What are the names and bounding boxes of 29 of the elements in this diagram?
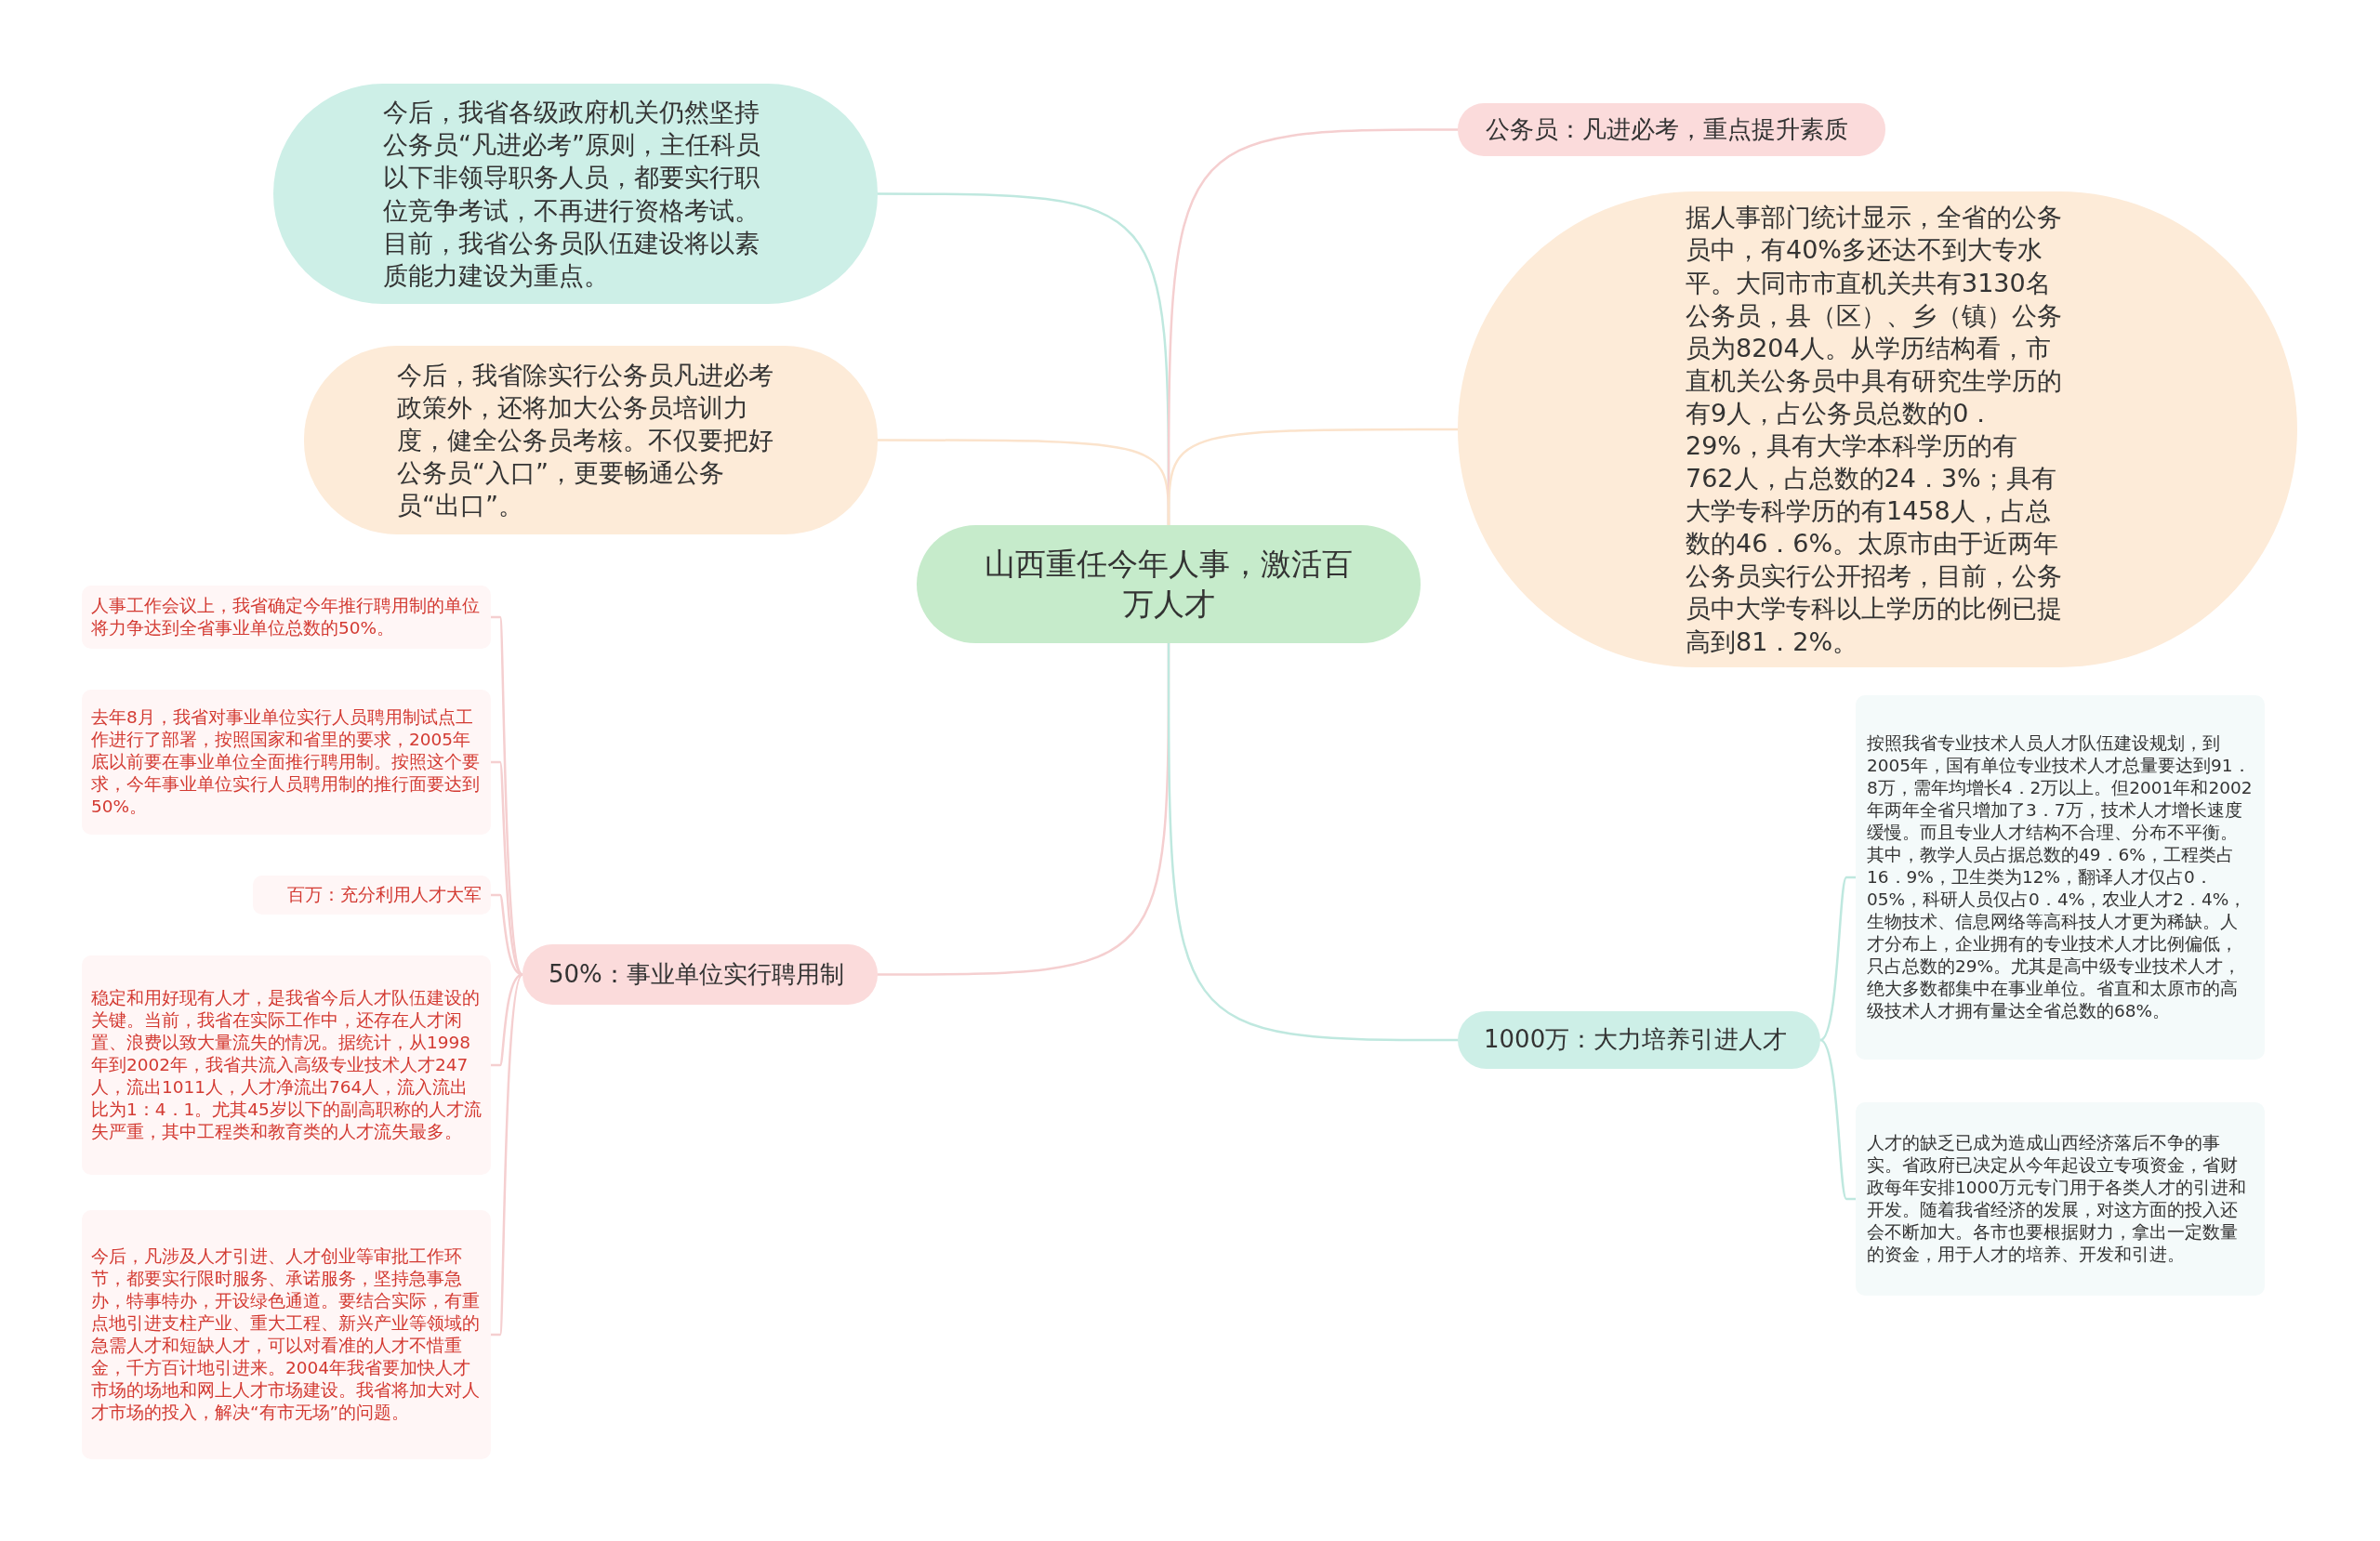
note-box [82,955,491,1175]
branch-topic-text: 1000万：大力培养引进人才 [1484,1024,1788,1056]
note-text: 今后，凡涉及人才引进、人才创业等审批工作环节，都要实行限时服务、承诺服务，坚持急事急办，特事特办，开设绿色通道。要结合实际，有重点地引进支柱产业、重大工程、新兴产业等领域的急需人才和短缺人才，可以对看准的人才不惜重金，千方百计地引进来。2004年我省要加快人才市场的场地和网上人才市场建设。我省将加大对人才市场的投入，解决“有市无场”的问题。 [91,1245,481,1425]
note-box [82,586,491,649]
note-text: 人才的缺乏已成为造成山西经济落后不争的事实。省政府已决定从今年起设立专项资金，省财政每年安排1000万元专门用于各类人才的引进和开发。随着我省经济的发展，对这方面的投入还会不断加大。各市也要根据财力，拿出一定数量的资金，用于人才的培养、开发和引进。 [1867,1131,2248,1267]
connector-line [491,973,523,1067]
branch-topic-text: 50%：事业单位实行聘用制 [549,958,844,990]
topic-text: 今后，我省各级政府机关仍然坚持公务员“凡进必考”原则，主任科员以下非领导职务人员，都要实行职位竞争考试，不再进行资格考试。目前，我省公务员队伍建设将以素质能力建设为重点。 [383,97,761,292]
note-text: 稳定和用好现有人才，是我省今后人才队伍建设的关键。当前，我省在实际工作中，还存在人才闲置、浪费以致大量流失的情况。据统计，从1998年到2002年，我省共流入高级专业技术人才247人，流出1011人，人才净流出764人，流入流出比为1：4．1。尤其45岁以下的副高职称的人才流失严重，其中工程类和教育类的人才流失最多。 [91,986,482,1144]
connector-line [1167,428,1458,525]
note-text: 去年8月，我省对事业单位实行人员聘用制试点工作进行了部署，按照国家和省里的要求，2005年底以前要在事业单位全面推行聘用制。按照这个要求，今年事业单位实行人员聘用制的推行面要达到50%。 [91,705,481,819]
branch-topic-text: 公务员：凡进必考，重点提升素质 [1486,113,1848,145]
connector-line [1819,1039,1856,1201]
branch-topic-box [1458,103,1885,156]
note-text: 按照我省专业技术人员人才队伍建设规划，到2005年，国有单位专业技术人才总量要达到91．8万，需年均增长4．2万以上。但2001年和2002年两年全省只增加了3．7万，技术人才增长速度缓慢。而且专业人才结构不合理、分布不平衡。其中，教学人员占据总数的49．6%，工程类占16．9%，卫生类为12%，翻译人才仅占0．05%，科研人员仅占0．4%，农业人才2．4%，生物技术、信息网络等高科技人才更为稀缺。人才分布上，企业拥有的专业技术人才比例偏低，只占总数的29%。尤其是高中级专业技术人才，绝大多数都集中在事业单位。省直和太原市的高级技术人才拥有量达全省总数的68%。 [1867,731,2254,1023]
note-box [1856,695,2265,1060]
central-topic-text: 山西重任今年人事，激活百万人才 [984,544,1354,624]
note-box [82,690,491,835]
connector-line [491,973,524,1337]
topic-text: 据人事部门统计显示，全省的公务员中，有40%多还达不到大专水平。大同市市直机关共有3130名公务员，县（区）、乡（镇）公务员为8204人。从学历结构看，市直机关公务员中具有研究生学历的有9人，占公务员总数的0．29%，具有大学本科学历的有762人，占总数的24．3%；具有大学专科学历的有1458人，占总数的46．6%。太原市由于近两年公务员实行公开招考，目前，公务员中大学专科以上学历的比例已提高到81．2%。 [1686,202,2063,658]
topic-text: 今后，我省除实行公务员凡进必考政策外，还将加大公务员培训力度，健全公务员考核。不仅要把好公务员“入口”，更要畅通公务员“出口”。 [397,359,774,522]
connector-line [491,615,524,976]
note-box [1856,1102,2265,1296]
note-text: 人事工作会议上，我省确定今年推行聘用制的单位将力争达到全省事业单位总数的50%。 [91,594,481,639]
note-box [253,876,491,915]
note-text: 百万：充分利用人才大军 [287,883,482,906]
connector-line [1819,876,1856,1041]
connector-line [1167,643,1458,1042]
note-box [82,1210,491,1459]
